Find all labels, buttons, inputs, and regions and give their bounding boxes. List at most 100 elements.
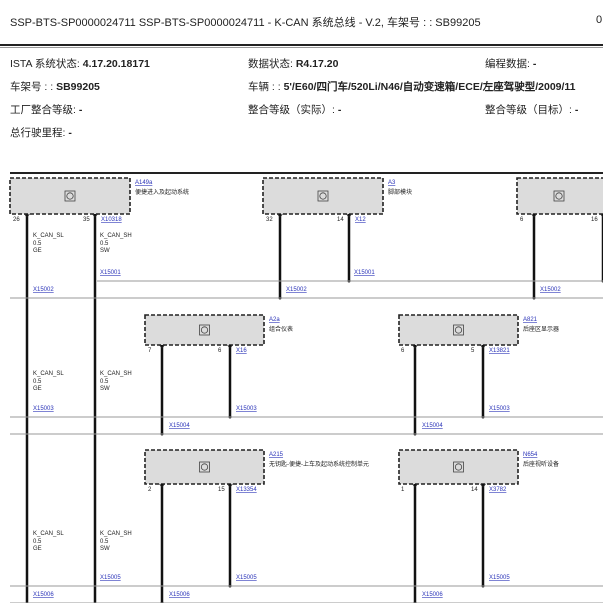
vin-label: 车架号 : : bbox=[10, 81, 57, 93]
control-unit-icon bbox=[453, 324, 464, 336]
wire-size-sh: 0.5 bbox=[100, 539, 109, 545]
module-name: 便捷进入及起动系统 bbox=[135, 188, 189, 196]
document-title: SSP-BTS-SP0000024711 SSP-BTS-SP000002471… bbox=[10, 17, 481, 29]
splice-link[interactable]: X15006 bbox=[422, 592, 443, 598]
control-unit-box[interactable] bbox=[9, 177, 131, 215]
vehicle-value: 5'/E60/四门车/520Li/N46/自动变速箱/ECE/左座驾驶型/200… bbox=[283, 81, 576, 93]
splice-link[interactable]: X15005 bbox=[100, 575, 121, 581]
module-connector-link[interactable]: X13354 bbox=[236, 487, 257, 493]
programming-value: - bbox=[532, 58, 537, 70]
ista-label: ISTA 系统状态: bbox=[10, 58, 83, 70]
splice-link[interactable]: X15003 bbox=[489, 406, 510, 412]
module-id-link[interactable]: A3 bbox=[388, 180, 396, 186]
control-unit-box[interactable] bbox=[144, 449, 265, 485]
steering-wheel-icon bbox=[200, 326, 209, 334]
data-status: 数据状态: R4.17.20 bbox=[248, 56, 338, 71]
vehicle-label: 车辆 : : bbox=[248, 81, 284, 93]
wire-size-sh: 0.5 bbox=[100, 379, 109, 385]
splice-link[interactable]: X15006 bbox=[169, 592, 190, 598]
splice-link[interactable]: X15001 bbox=[354, 270, 375, 276]
pin-number: 15 bbox=[218, 487, 225, 493]
control-unit-box[interactable] bbox=[144, 314, 265, 346]
module-connector-link[interactable]: X13821 bbox=[489, 348, 510, 354]
splice-link[interactable]: X15003 bbox=[236, 406, 257, 412]
splice-link[interactable]: X15004 bbox=[422, 423, 443, 429]
ista-value: 4.17.20.18171 bbox=[82, 58, 150, 70]
programming-data: 编程数据: - bbox=[485, 56, 536, 71]
module-connector-link[interactable]: X10318 bbox=[101, 217, 122, 223]
control-unit-box[interactable] bbox=[398, 314, 519, 346]
splice-link[interactable]: X15003 bbox=[33, 406, 54, 412]
pin-number: 6 bbox=[401, 348, 405, 354]
factory-level-value: - bbox=[78, 104, 83, 116]
wire-size-sl: 0.5 bbox=[33, 241, 42, 247]
pin-connector-icon bbox=[600, 213, 603, 218]
pin-number: 7 bbox=[148, 348, 152, 354]
steering-wheel-icon bbox=[555, 192, 563, 200]
control-unit-box[interactable] bbox=[398, 449, 519, 485]
steering-wheel-icon bbox=[319, 192, 327, 200]
pin-number: 6 bbox=[520, 217, 524, 223]
splice-link[interactable]: X15002 bbox=[33, 287, 54, 293]
pin-connector-icon bbox=[277, 213, 283, 218]
programming-label: 编程数据: bbox=[485, 58, 533, 70]
wire-size-sl: 0.5 bbox=[33, 539, 42, 545]
header-divider bbox=[0, 44, 603, 46]
control-unit-icon bbox=[199, 324, 210, 336]
factory-level-label: 工厂整合等级: bbox=[10, 104, 79, 116]
splice-link[interactable]: X15001 bbox=[100, 270, 121, 276]
ista-status: ISTA 系统状态: 4.17.20.18171 bbox=[10, 56, 150, 71]
pin-number: 16 bbox=[591, 217, 598, 223]
vin-value: SB99205 bbox=[56, 81, 100, 93]
module-name: 脚部模块 bbox=[388, 188, 412, 196]
splice-link[interactable]: X15002 bbox=[286, 287, 307, 293]
wire-name-sl: K_CAN_SL bbox=[33, 233, 64, 239]
pin-number: 6 bbox=[218, 348, 222, 354]
data-status-label: 数据状态: bbox=[248, 58, 296, 70]
splice-link[interactable]: X15004 bbox=[169, 423, 190, 429]
module-connector-link[interactable]: X12 bbox=[355, 217, 366, 223]
vehicle: 车辆 : : 5'/E60/四门车/520Li/N46/自动变速箱/ECE/左座… bbox=[248, 79, 576, 94]
control-unit-box[interactable] bbox=[262, 177, 384, 215]
module-id-link[interactable]: A821 bbox=[523, 317, 538, 323]
module-name: 无钥匙-便捷-上车及起动系统控制单元 bbox=[269, 460, 369, 468]
pin-connector-icon bbox=[159, 483, 165, 488]
module-name: 后座区显示器 bbox=[523, 325, 559, 333]
pin-number: 5 bbox=[471, 348, 475, 354]
pin-number: 14 bbox=[471, 487, 478, 493]
module-id-link[interactable]: A215 bbox=[269, 452, 284, 458]
module-id-link[interactable]: A149a bbox=[135, 180, 153, 186]
module-connector-link[interactable]: X16 bbox=[236, 348, 247, 354]
control-unit-icon bbox=[553, 190, 565, 202]
page-number: 0 bbox=[596, 14, 603, 26]
module-id-link[interactable]: N654 bbox=[523, 452, 538, 458]
pin-number: 32 bbox=[266, 217, 273, 223]
target-level: 整合等级（目标）: - bbox=[485, 102, 578, 117]
module-connector-link[interactable]: X3782 bbox=[489, 487, 507, 493]
splice-link[interactable]: X15005 bbox=[489, 575, 510, 581]
pin-number: 1 bbox=[401, 487, 405, 493]
splice-link[interactable]: X15005 bbox=[236, 575, 257, 581]
splice-link[interactable]: X15002 bbox=[540, 287, 561, 293]
factory-level: 工厂整合等级: - bbox=[10, 102, 82, 117]
actual-level: 整合等级（实际）: - bbox=[248, 102, 341, 117]
module-id-link[interactable]: A2a bbox=[269, 317, 280, 323]
control-unit-box[interactable] bbox=[516, 177, 603, 215]
pin-number: 14 bbox=[337, 217, 344, 223]
wire-name-sh: K_CAN_SH bbox=[100, 531, 132, 537]
steering-wheel-icon bbox=[454, 326, 463, 334]
total-mileage: 总行驶里程: - bbox=[10, 125, 72, 140]
pin-connector-icon bbox=[480, 483, 486, 488]
pin-number: 2 bbox=[148, 487, 152, 493]
wire-color-sl: GE bbox=[33, 386, 42, 392]
module-name: 组合仪表 bbox=[269, 325, 293, 333]
wire-name-sh: K_CAN_SH bbox=[100, 371, 132, 377]
wire-name-sl: K_CAN_SL bbox=[33, 531, 64, 537]
splice-link[interactable]: X15006 bbox=[33, 592, 54, 598]
pin-connector-icon bbox=[346, 213, 352, 218]
wire-color-sh: SW bbox=[100, 248, 110, 254]
target-level-label: 整合等级（目标）: bbox=[485, 104, 575, 116]
data-status-value: R4.17.20 bbox=[295, 58, 339, 70]
wire-size-sh: 0.5 bbox=[100, 241, 109, 247]
